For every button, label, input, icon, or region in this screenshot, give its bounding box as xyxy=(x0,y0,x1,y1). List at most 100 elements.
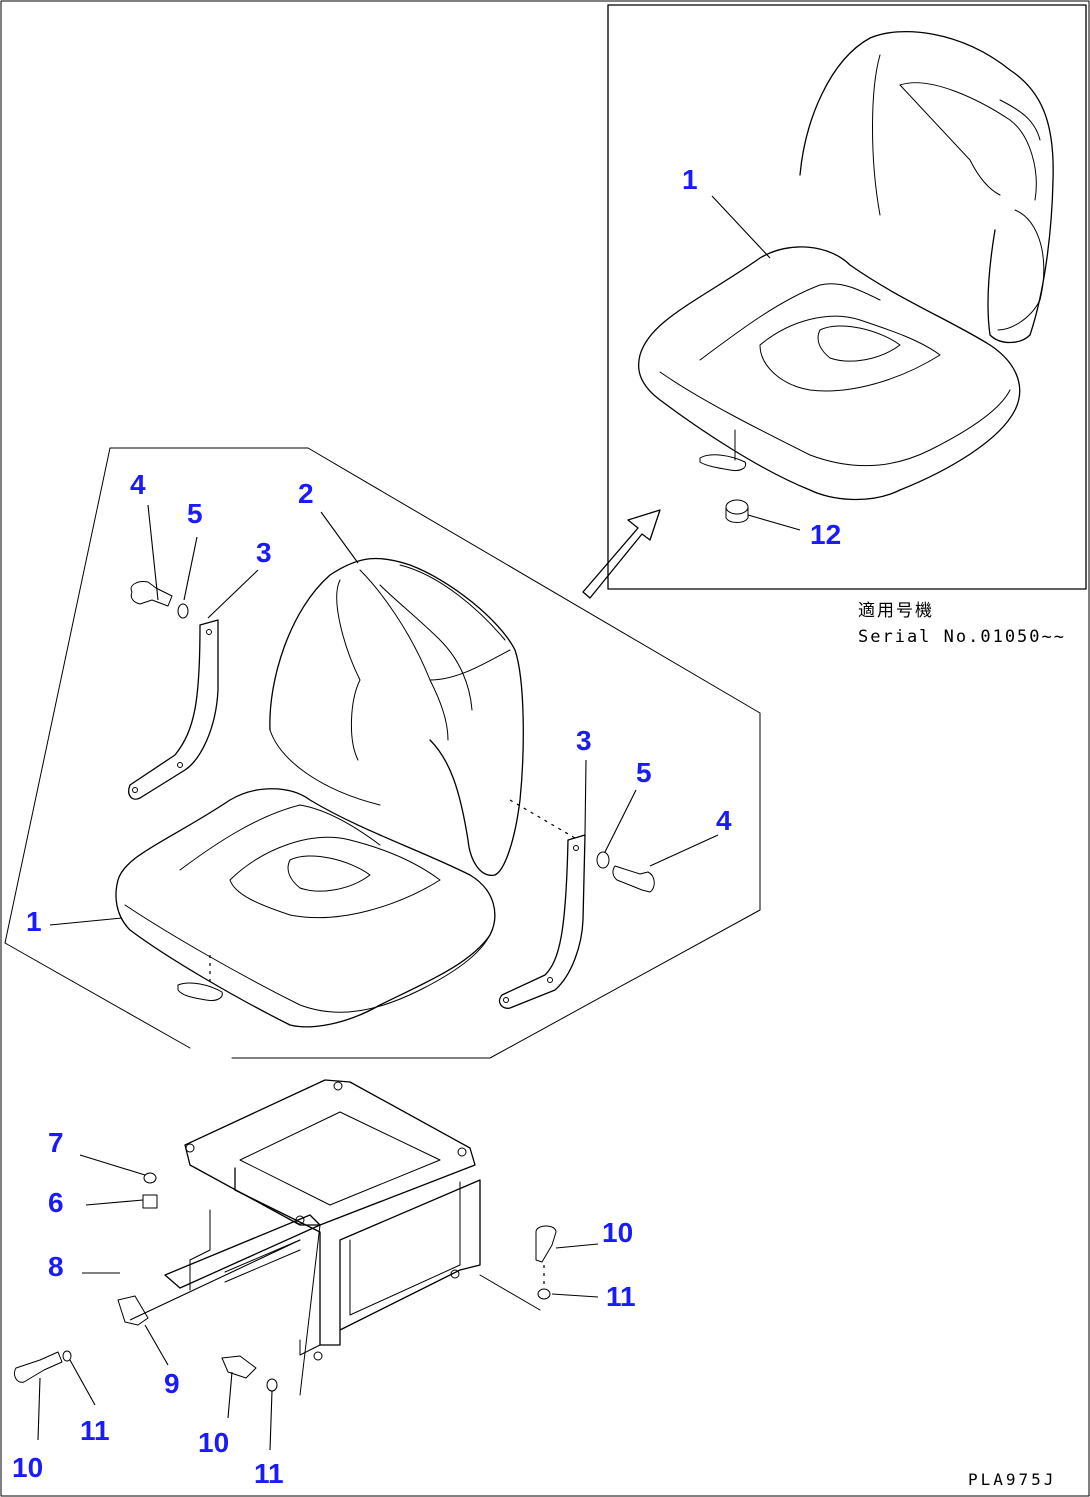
backrest-outline xyxy=(269,557,524,876)
leader-base-7 xyxy=(79,1154,146,1176)
inset-lever xyxy=(699,454,747,471)
callout-base-9: 9 xyxy=(164,1368,180,1399)
base-hole-2 xyxy=(333,1081,343,1091)
callout-left-4: 4 xyxy=(130,469,146,500)
right-bracket xyxy=(498,834,586,1009)
right-bracket-hole-mid xyxy=(547,977,553,983)
leader-left-3 xyxy=(207,569,259,619)
callout-base-7: 7 xyxy=(48,1127,64,1158)
callout-seat-2: 2 xyxy=(298,478,314,509)
slide-rail-support xyxy=(189,1209,211,1291)
callout-right-5: 5 xyxy=(636,757,652,788)
base-hole-5 xyxy=(450,1269,460,1279)
right-bracket-hole-low xyxy=(503,997,509,1003)
base-top-opening xyxy=(239,1111,441,1206)
washer-11-right xyxy=(537,1288,551,1300)
callout-left-3: 3 xyxy=(256,537,272,568)
leader-base-11-left xyxy=(69,1359,96,1406)
inset-leader-12 xyxy=(747,514,801,531)
left-bracket-hole-low xyxy=(132,787,138,793)
callout-base-11-mid: 11 xyxy=(254,1458,284,1489)
inset-side-bolster xyxy=(997,99,1045,331)
reference-arrow xyxy=(582,509,661,599)
slide-rail-slot xyxy=(224,1239,301,1283)
seat-base-assembly: 7 6 8 9 10 11 10 11 10 11 xyxy=(12,1079,636,1489)
bolt-10-left xyxy=(13,1351,63,1383)
inset-callout-12: 12 xyxy=(810,519,841,550)
base-top-frame xyxy=(184,1079,476,1226)
left-bracket-hole-mid xyxy=(177,762,183,768)
callout-right-3: 3 xyxy=(576,725,592,756)
leader-seat-2 xyxy=(320,511,359,564)
cushion-lever xyxy=(177,982,223,1001)
inset-backrest-detail xyxy=(872,54,1037,216)
inset-cushion xyxy=(637,246,1021,501)
backrest-base xyxy=(269,729,381,806)
inset-leader-1 xyxy=(711,195,771,259)
right-washer xyxy=(596,851,610,869)
leader-right-4 xyxy=(649,834,719,867)
callout-base-10-mid: 10 xyxy=(198,1427,229,1458)
inset-callout-1: 1 xyxy=(682,164,698,195)
bolt-10-right xyxy=(535,1225,557,1263)
leader-left-5 xyxy=(183,536,198,601)
rail-axis-line xyxy=(129,1239,301,1321)
inset-spacer-body xyxy=(725,506,749,523)
callout-seat-1: 1 xyxy=(26,906,42,937)
inset-frame xyxy=(607,4,1087,590)
nut-6 xyxy=(142,1194,158,1209)
assembly-boundary xyxy=(4,447,761,1059)
left-bolt xyxy=(130,581,173,607)
leader-base-11-mid xyxy=(269,1390,273,1451)
leader-base-11-right xyxy=(551,1293,599,1298)
cushion-outline xyxy=(115,788,496,1028)
left-bracket xyxy=(128,619,219,800)
washer-7 xyxy=(143,1172,157,1184)
left-bracket-hole-top xyxy=(206,629,212,635)
left-washer xyxy=(177,603,189,619)
callout-left-5: 5 xyxy=(187,498,203,529)
drawing-code: PLA975J xyxy=(968,1470,1056,1489)
base-side-frame xyxy=(234,1167,481,1346)
lock-lever xyxy=(117,1295,149,1326)
leader-right-5 xyxy=(604,789,637,853)
callout-base-11-left: 11 xyxy=(80,1415,110,1446)
base-leg-corner xyxy=(299,1339,321,1356)
leader-base-10-left xyxy=(37,1377,41,1441)
callout-right-4: 4 xyxy=(716,805,732,836)
leader-seat-1 xyxy=(49,917,123,926)
inset-cushion-inner xyxy=(817,325,901,362)
inset-backrest xyxy=(799,30,1054,344)
backrest-panel xyxy=(379,564,506,711)
base-inner-frame xyxy=(349,1181,461,1316)
inset-cushion-edge xyxy=(659,371,1011,467)
leader-base-6 xyxy=(85,1199,144,1206)
assembly-boundary-lower xyxy=(4,942,191,1049)
inset-panel: 1 12 適用号機 Serial No.01050~~ xyxy=(607,4,1087,647)
callout-base-11-right: 11 xyxy=(606,1281,636,1312)
leader-base-10-right xyxy=(555,1243,599,1249)
base-hole-3 xyxy=(457,1147,467,1157)
inset-cushion-seat xyxy=(699,283,941,392)
washer-11-left xyxy=(62,1350,72,1362)
leader-right-3 xyxy=(584,759,587,836)
washer-11-mid xyxy=(266,1378,278,1392)
right-bracket-hole-top xyxy=(573,845,579,851)
leader-base-10-mid xyxy=(227,1371,233,1419)
inset-note-label: 適用号機 xyxy=(858,601,934,621)
cushion-seat xyxy=(179,804,441,919)
callout-base-8: 8 xyxy=(48,1251,64,1282)
leader-base-9 xyxy=(144,1324,169,1366)
base-right-flange xyxy=(479,1274,541,1311)
callout-base-6: 6 xyxy=(48,1187,64,1218)
cushion-edge xyxy=(124,904,493,1013)
bolt-10-mid xyxy=(221,1355,257,1379)
base-hole-6 xyxy=(313,1351,323,1361)
leader-left-4 xyxy=(147,504,159,601)
callout-base-10-right: 10 xyxy=(602,1217,633,1248)
rail-plate-edge xyxy=(299,1224,321,1396)
cushion-inner xyxy=(287,855,371,892)
